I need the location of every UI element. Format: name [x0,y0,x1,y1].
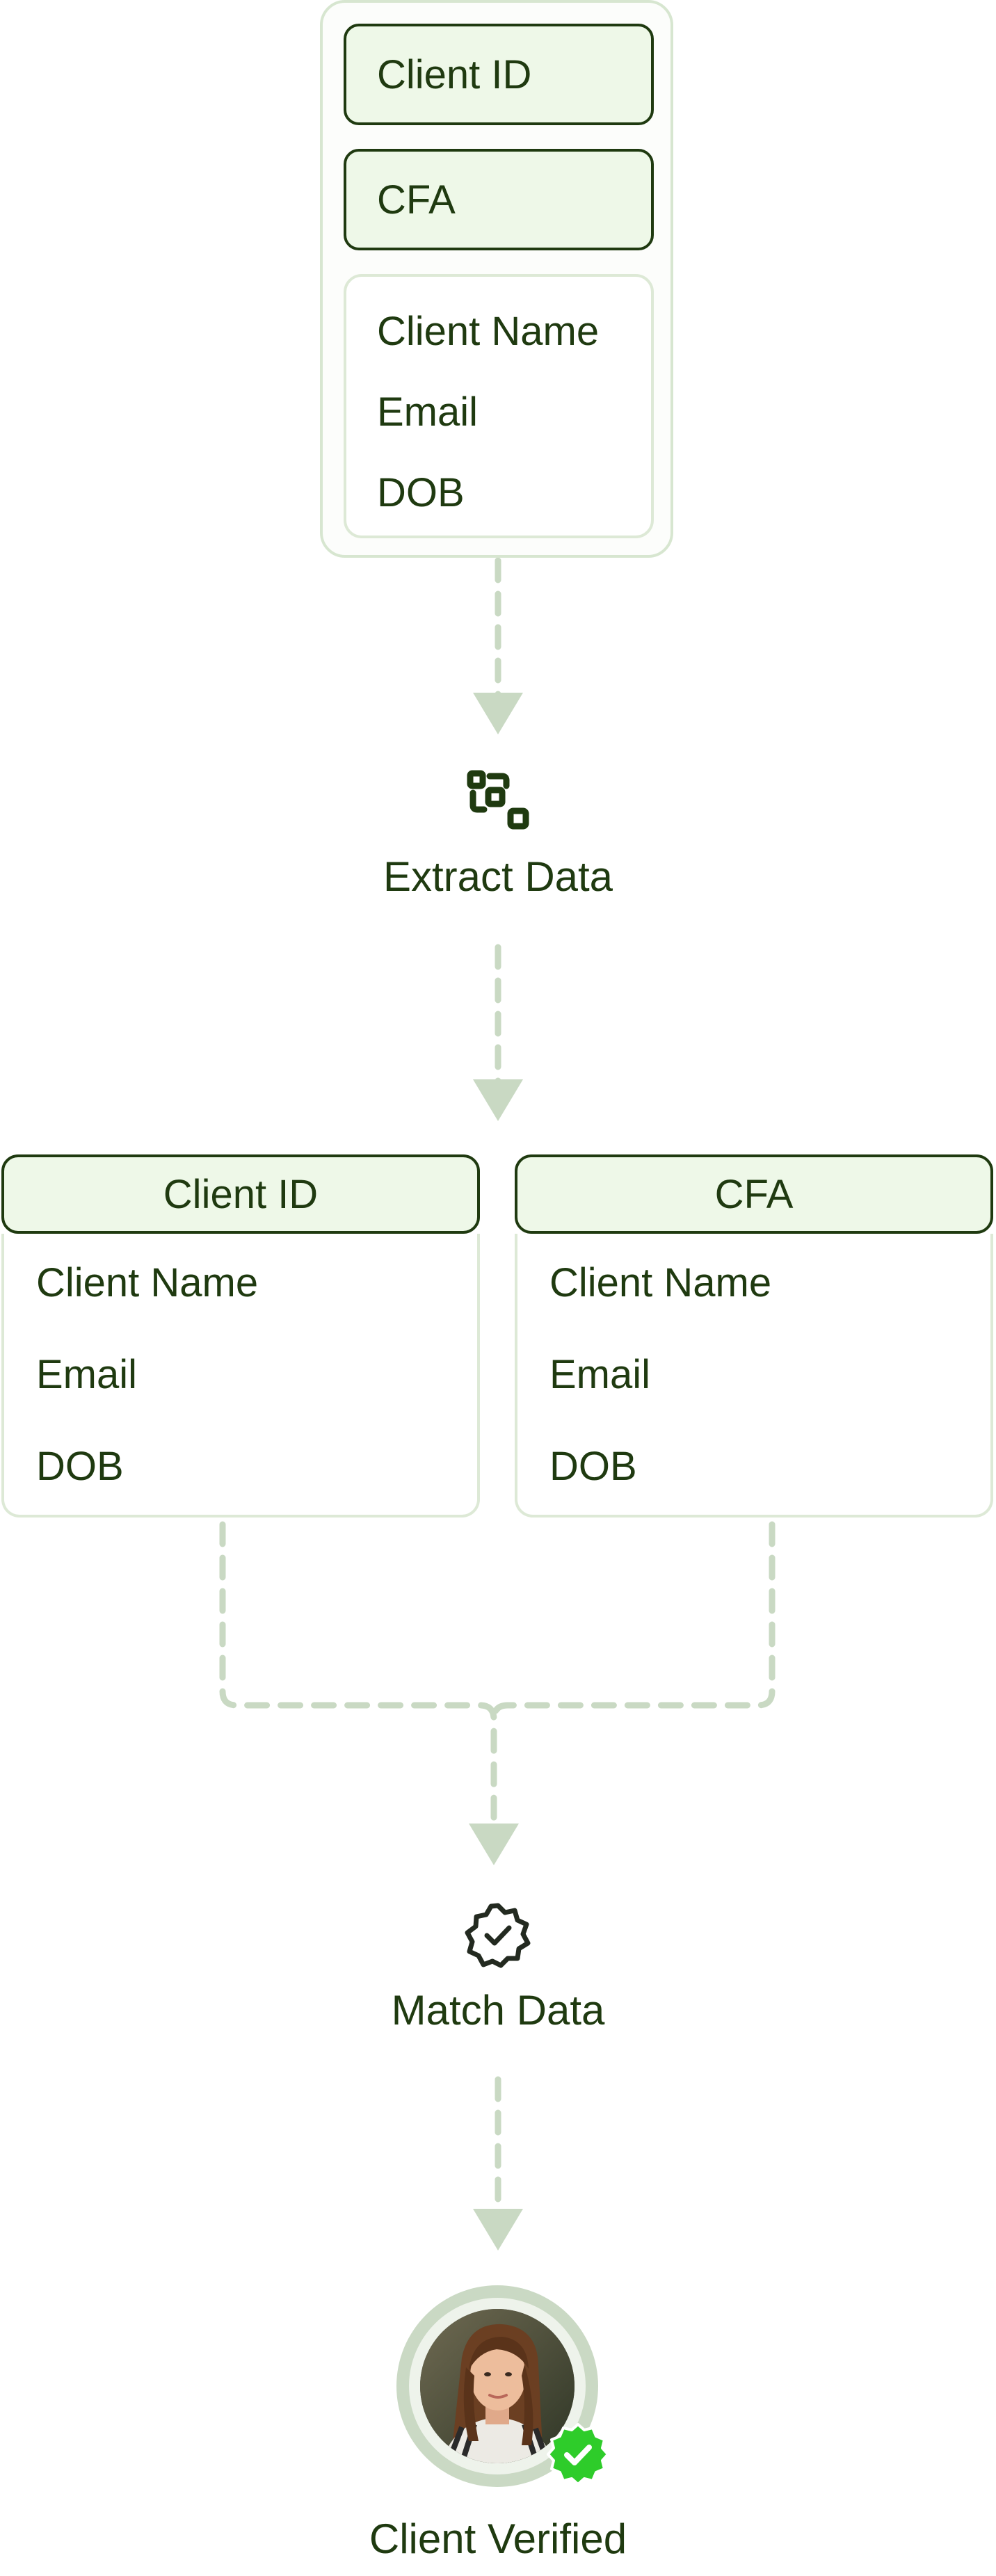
source-document-card: Client ID CFA Client Name Email DOB [320,0,673,558]
cfa-pill: CFA [344,149,654,250]
connector-arrowhead [473,693,523,734]
connector-arrowhead [473,1079,523,1121]
scan-data-icon [467,770,529,830]
field-dob: DOB [377,470,465,515]
field-dob: DOB [549,1444,637,1489]
column-header-client-id: Client ID [1,1154,480,1234]
field-client-name: Client Name [36,1260,259,1305]
field-email: Email [377,389,479,435]
match-data-label: Match Data [391,1987,605,2034]
column-header-label: CFA [714,1171,794,1217]
extract-data-label: Extract Data [383,853,613,900]
verified-badge-icon [465,1903,531,1968]
avatar-photo [420,2309,575,2463]
column-fields-client-id: Client Name Email DOB [1,1234,480,1518]
avatar-portrait-illustration [420,2309,575,2463]
client-verified-label: Client Verified [369,2515,627,2562]
source-fields-box: Client Name Email DOB [344,274,654,538]
column-header-label: Client ID [163,1171,319,1217]
check-circle-icon [547,2423,609,2486]
connector-merge-line [219,1521,497,1833]
field-email: Email [36,1352,138,1397]
field-email: Email [549,1352,651,1397]
connector-merge-line [490,1521,776,1723]
field-client-name: Client Name [377,309,600,354]
column-fields-cfa: Client Name Email DOB [515,1234,993,1518]
cfa-label: CFA [377,177,456,223]
connector-arrowhead [473,2209,523,2251]
field-dob: DOB [36,1444,124,1489]
client-id-pill: Client ID [344,24,654,125]
connector-arrowhead [469,1824,519,1865]
client-avatar [396,2285,598,2487]
client-id-label: Client ID [377,51,532,97]
column-header-cfa: CFA [515,1154,993,1234]
field-client-name: Client Name [549,1260,772,1305]
